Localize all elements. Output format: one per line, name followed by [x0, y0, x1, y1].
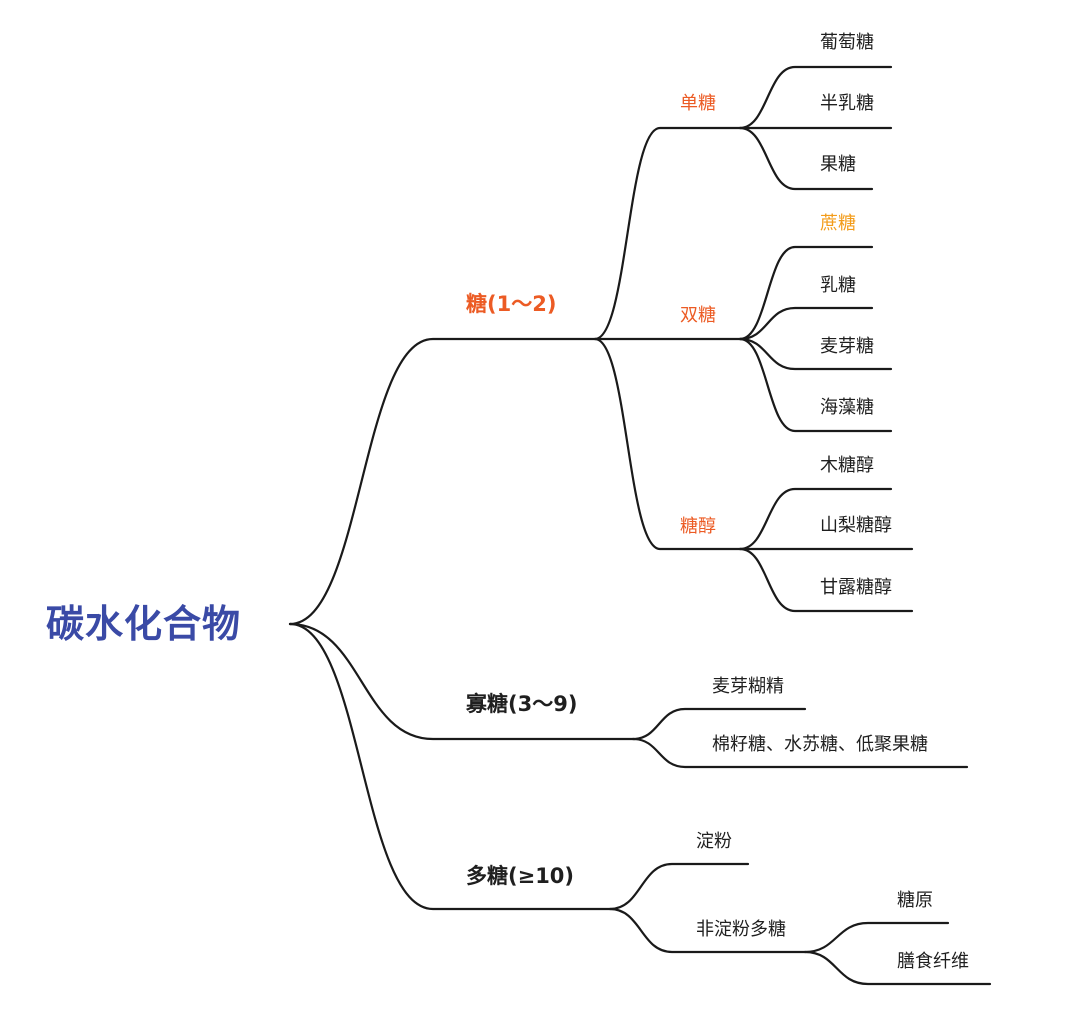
edge-alcohol-xylitol: [738, 487, 893, 551]
edge-root-poly: [288, 622, 612, 911]
root-label: 碳水化合物: [46, 602, 242, 646]
edge-nonstarch-fiber: [803, 950, 992, 986]
edge-mono-glucose: [738, 65, 893, 130]
edge-di-sucrose: [738, 245, 874, 341]
leaf-lactose: 乳糖: [820, 275, 856, 296]
leaf-sorbitol: 山梨糖醇: [820, 515, 892, 536]
edge-di-lactose: [738, 306, 874, 341]
leaf-glucose: 葡萄糖: [820, 32, 874, 53]
edge-poly-nonstarch: [608, 907, 807, 954]
edge-nonstarch-glycogen: [803, 921, 950, 954]
node-non-starch-polysaccharide: 非淀粉多糖: [696, 919, 786, 940]
leaf-xylitol: 木糖醇: [820, 455, 874, 476]
edge-poly-starch: [608, 862, 750, 911]
leaf-starch: 淀粉: [696, 831, 732, 852]
leaf-fructose: 果糖: [820, 154, 856, 175]
leaf-maltodextrin: 麦芽糊精: [712, 676, 784, 697]
edge-di-trehalose: [738, 337, 893, 433]
leaf-raffinose-group: 棉籽糖、水苏糖、低聚果糖: [712, 734, 928, 755]
leaf-glycogen: 糖原: [897, 890, 933, 911]
leaf-trehalose: 海藻糖: [820, 397, 874, 418]
edge-alcohol-mannitol: [738, 547, 914, 613]
edge-oligo-maltodextrin: [631, 707, 807, 741]
edge-root-sugar: [288, 337, 597, 626]
node-disaccharide: 双糖: [680, 305, 716, 326]
branch-oligosaccharide: 寡糖(3～9): [466, 692, 578, 716]
leaf-mannitol: 甘露糖醇: [820, 577, 892, 598]
leaf-dietary-fiber: 膳食纤维: [897, 951, 969, 972]
branch-polysaccharide: 多糖(≥10): [466, 864, 575, 888]
edge-oligo-raffinose: [631, 737, 969, 769]
edge-di-maltose: [738, 337, 893, 371]
leaf-sucrose: 蔗糖: [820, 213, 856, 234]
node-sugar-alcohol: 糖醇: [680, 516, 716, 537]
edge-mono-fructose: [738, 126, 874, 191]
node-monosaccharide: 单糖: [680, 93, 716, 114]
edge-sugar-alcohol: [593, 337, 742, 551]
edge-root-oligo: [288, 622, 635, 741]
leaf-galactose: 半乳糖: [820, 93, 874, 114]
branch-sugar: 糖(1～2): [466, 292, 557, 316]
leaf-maltose: 麦芽糖: [820, 336, 874, 357]
edge-sugar-mono: [593, 126, 742, 341]
